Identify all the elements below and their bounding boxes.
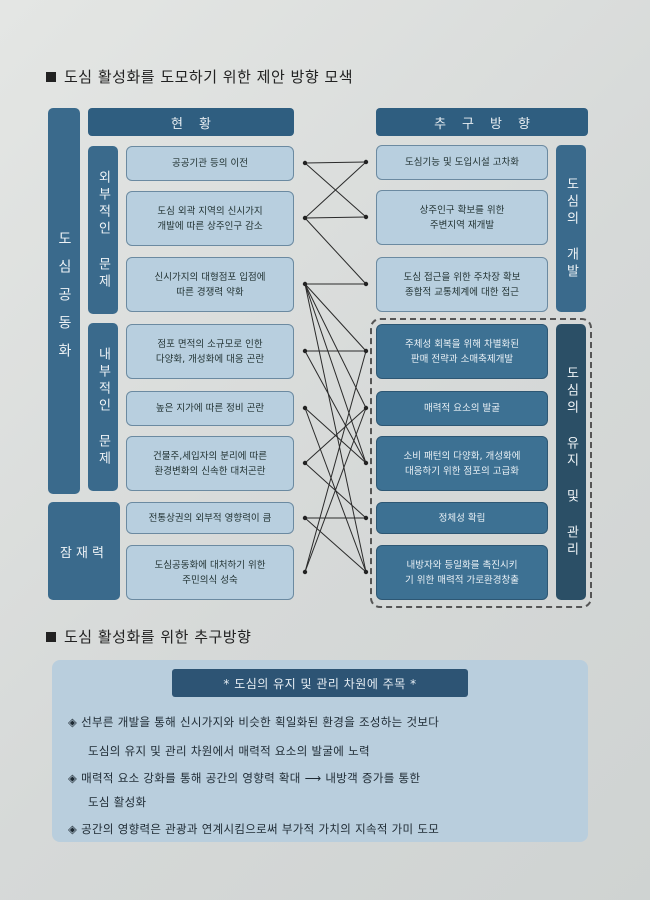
direction-item-7: 내방자와 등일화를 촉진시키 기 위한 매력적 가로환경창출 [376,545,548,600]
right-connector-dot-2 [363,281,369,287]
direction-item-5: 소비 패턴의 다양화, 개성화에 대응하기 위한 점포의 고급화 [376,436,548,491]
connector-7-4 [304,407,367,573]
group-urban-hollowing-label: 도심공동화 [56,231,72,371]
summary-bullet-4: ◈ 공간의 영향력은 관광과 연계시킴으로써 부가적 가치의 지속적 가미 도모 [68,822,440,836]
current-item-3: 점포 면적의 소규모로 인한 다양화, 개성화에 대응 곤란 [126,324,294,379]
group-potential-label: 잠재력 [60,545,108,561]
right-connector-dot-0 [363,159,369,165]
direction-item-1: 상주인구 확보를 위한 주변지역 재개발 [376,190,548,245]
current-status-header: 현황 [88,108,294,136]
direction-item-4: 매력적 요소의 발굴 [376,391,548,426]
group-downtown-management: 도심의 유지 및 관리 [556,324,586,600]
group-downtown-development-label: 도심의 개발 [563,176,579,281]
connector-2-7 [304,283,367,573]
square-bullet-icon [46,632,56,642]
current-item-0: 공공기관 등의 이전 [126,146,294,181]
group-internal-problems: 내부적인 문제 [88,323,118,491]
summary-bullet-2: ◈ 매력적 요소 강화를 통해 공간의 영향력 확대 ⟶ 내방객 증가를 통한 [68,771,421,785]
connector-1-2 [304,217,367,285]
connector-2-4 [304,283,367,409]
section1-title-text: 도심 활성화를 도모하기 위한 제안 방향 모색 [64,68,354,86]
connector-5-4 [304,407,367,464]
section2-title: 도심 활성화를 위한 추구방향 [46,626,251,647]
right-connector-dot-3 [363,348,369,354]
right-connector-dot-1 [363,214,369,220]
summary-bullet-3: 도심 활성화 [88,795,147,809]
group-downtown-development: 도심의 개발 [556,145,586,312]
left-connector-dot-6 [302,515,308,521]
connector-3-5 [304,350,367,464]
current-item-4: 높은 지가에 따른 정비 곤란 [126,391,294,426]
left-connector-dot-7 [302,569,308,575]
group-urban-hollowing: 도심공동화 [48,108,80,494]
left-connector-dot-5 [302,460,308,466]
direction-item-6: 정체성 확립 [376,502,548,534]
section2-title-text: 도심 활성화를 위한 추구방향 [64,628,252,646]
current-item-6: 전통상권의 외부적 영향력이 큼 [126,502,294,534]
connector-1-0 [304,161,367,219]
right-connector-dot-7 [363,569,369,575]
current-item-1: 도심 외곽 지역의 신시가지 개발에 따른 상주인구 감소 [126,191,294,246]
direction-item-0: 도심기능 및 도입시설 고차화 [376,145,548,180]
summary-bullet-1: 도심의 유지 및 관리 차원에서 매력적 요소의 발굴에 노력 [88,744,370,758]
left-connector-dot-0 [302,160,308,166]
connector-2-3 [304,283,367,352]
left-connector-dot-4 [302,405,308,411]
group-external-problems: 외부적인 문제 [88,146,118,314]
connector-0-0 [304,161,367,164]
connector-2-5 [304,283,367,464]
connector-6-7 [304,517,367,573]
group-internal-problems-label: 내부적인 문제 [95,346,111,468]
group-downtown-management-label: 도심의 유지 및 관리 [563,365,579,559]
direction-item-3: 주체성 회복을 위해 차별화된 판매 전략과 소매축제개발 [376,324,548,379]
summary-heading: * 도심의 유지 및 관리 차원에 주목 * [172,669,468,697]
right-connector-dot-5 [363,460,369,466]
connector-1-1 [304,216,367,219]
left-connector-dot-3 [302,348,308,354]
square-bullet-icon [46,72,56,82]
management-dashed-frame [370,318,592,608]
left-connector-dot-2 [302,281,308,287]
right-connector-dot-6 [363,515,369,521]
connector-7-3 [304,350,367,573]
direction-header: 추구방향 [376,108,588,136]
right-connector-dot-4 [363,405,369,411]
current-item-5: 건물주,세입자의 분리에 따른 환경변화의 신속한 대처곤란 [126,436,294,491]
left-connector-dot-1 [302,215,308,221]
group-external-problems-label: 외부적인 문제 [95,169,111,291]
group-potential: 잠재력 [48,502,120,600]
current-item-2: 신시가지의 대형점포 입점에 따른 경쟁력 약화 [126,257,294,312]
direction-item-2: 도심 접근을 위한 주차장 확보 종합적 교통체계에 대한 접근 [376,257,548,312]
summary-bullet-0: ◈ 선부른 개발을 통해 신시가지와 비슷한 획일화된 환경을 조성하는 것보다 [68,715,440,729]
section1-title: 도심 활성화를 도모하기 위한 제안 방향 모색 [46,66,353,87]
current-item-7: 도심공동화에 대처하기 위한 주민의식 성숙 [126,545,294,600]
